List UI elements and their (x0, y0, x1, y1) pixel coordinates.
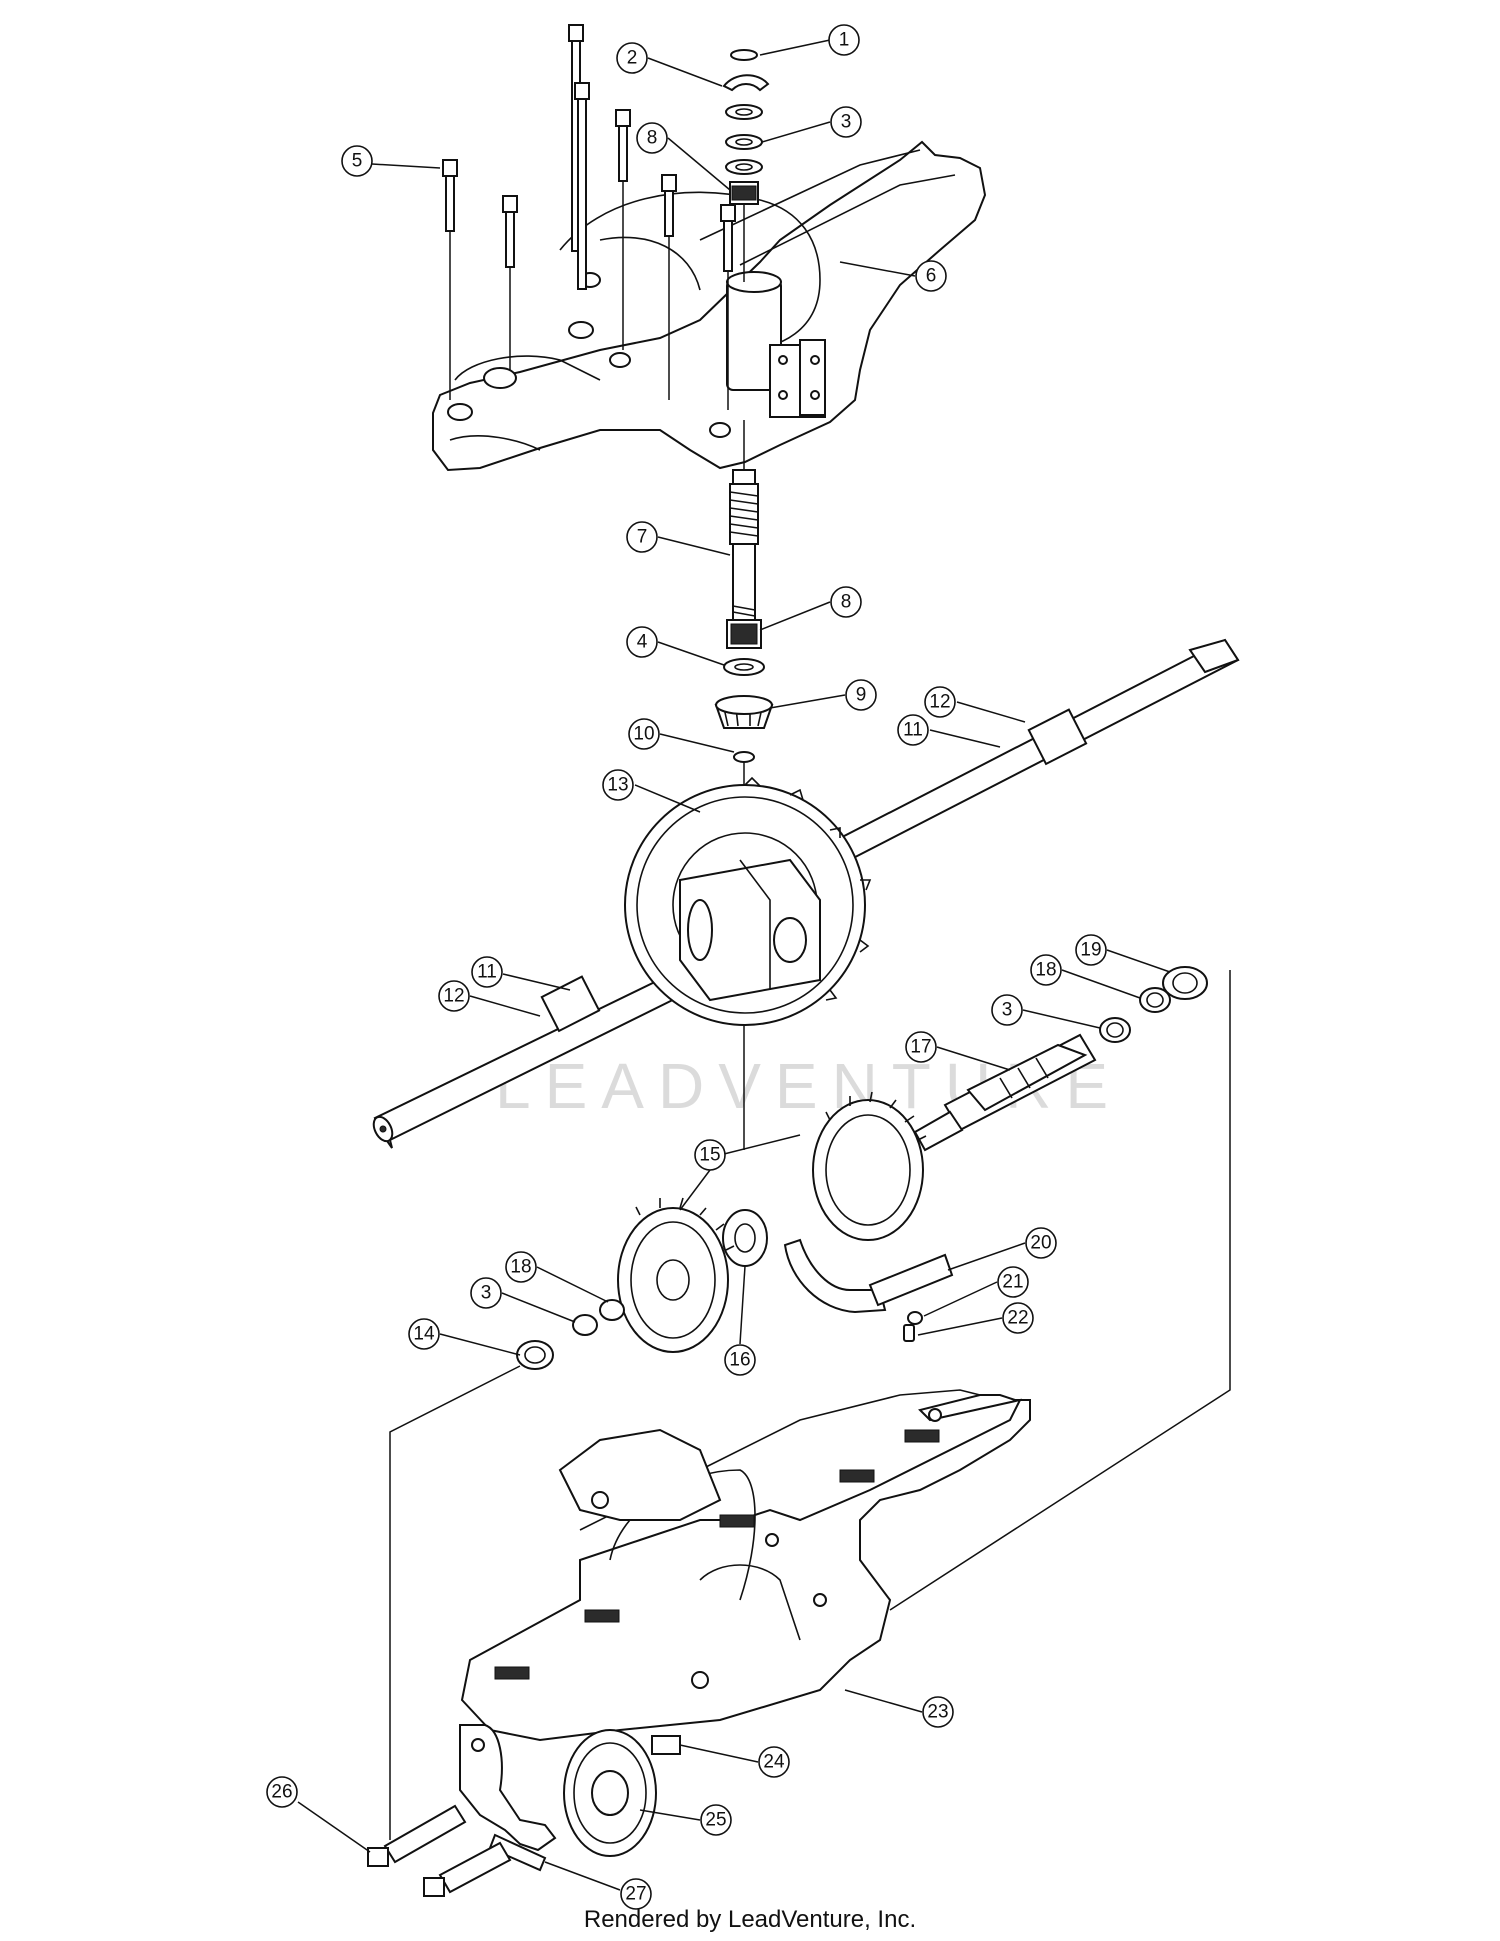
svg-text:6: 6 (926, 266, 937, 287)
pinion-shaft (714, 420, 774, 1150)
callout-14: 14 (408, 1318, 440, 1350)
callout-26: 26 (266, 1776, 298, 1808)
callout-21: 21 (997, 1266, 1029, 1298)
callout-17: 17 (905, 1031, 937, 1063)
svg-text:22: 22 (1007, 1308, 1028, 1329)
callout-13: 13 (602, 769, 634, 801)
bottom-parts (367, 1724, 681, 1897)
bolt (574, 82, 590, 290)
assembly-leaders (389, 970, 1231, 1840)
callout-3: 3 (830, 106, 862, 138)
callout-9: 9 (845, 679, 877, 711)
callout-5: 5 (341, 145, 373, 177)
callout-10: 10 (628, 718, 660, 750)
svg-text:11: 11 (477, 962, 497, 983)
svg-text:3: 3 (1002, 1000, 1013, 1021)
bolt (720, 204, 736, 272)
callout-leaders (297, 39, 1171, 1891)
callout-4: 4 (626, 626, 658, 658)
callout-7: 7 (626, 521, 658, 553)
callout-2: 2 (616, 42, 648, 74)
callout-19: 19 (1075, 934, 1107, 966)
callout-22: 22 (1002, 1302, 1034, 1334)
callout-12: 12 (924, 686, 956, 718)
svg-text:16: 16 (729, 1350, 750, 1371)
footer-credit: Rendered by LeadVenture, Inc. (583, 1906, 917, 1933)
callout-27: 27 (620, 1878, 652, 1910)
bolt (442, 159, 458, 232)
callout-8: 8 (636, 122, 668, 154)
top-shaft-stack (722, 49, 770, 282)
lower-case (460, 1389, 1031, 1742)
svg-text:3: 3 (841, 112, 852, 133)
svg-text:12: 12 (929, 692, 950, 713)
housing-bolts (442, 24, 736, 410)
axle-assembly (372, 638, 1240, 1149)
callout-11: 11 (897, 714, 929, 746)
bolt (502, 195, 518, 268)
svg-text:10: 10 (633, 724, 654, 745)
callout-6: 6 (915, 260, 947, 292)
callout-16: 16 (724, 1344, 756, 1376)
svg-text:7: 7 (637, 527, 648, 548)
svg-text:12: 12 (443, 986, 464, 1007)
svg-text:20: 20 (1030, 1233, 1051, 1254)
svg-text:3: 3 (481, 1283, 492, 1304)
svg-text:26: 26 (271, 1782, 292, 1803)
svg-text:1: 1 (839, 30, 850, 51)
bolt (568, 24, 584, 252)
callout-18: 18 (505, 1251, 537, 1283)
svg-text:27: 27 (625, 1884, 646, 1905)
bolt (661, 174, 677, 237)
svg-text:18: 18 (510, 1257, 531, 1278)
svg-text:14: 14 (413, 1324, 435, 1345)
callout-18: 18 (1030, 954, 1062, 986)
callout-15: 15 (694, 1139, 726, 1171)
svg-text:13: 13 (607, 775, 628, 796)
svg-text:2: 2 (627, 48, 638, 69)
svg-text:18: 18 (1035, 960, 1056, 981)
callout-23: 23 (922, 1696, 954, 1728)
callout-20: 20 (1025, 1227, 1057, 1259)
upper-housing (432, 140, 987, 472)
svg-text:11: 11 (903, 720, 923, 741)
svg-text:17: 17 (910, 1037, 931, 1058)
callout-3: 3 (470, 1277, 502, 1309)
svg-text:23: 23 (927, 1702, 948, 1723)
gear-train (516, 966, 1208, 1370)
callout-12: 12 (438, 980, 470, 1012)
svg-text:8: 8 (647, 128, 658, 149)
callout-24: 24 (758, 1746, 790, 1778)
svg-text:19: 19 (1080, 940, 1101, 961)
svg-text:4: 4 (637, 632, 648, 653)
callout-3: 3 (991, 994, 1023, 1026)
callout-11: 11 (471, 956, 503, 988)
callout-8: 8 (830, 586, 862, 618)
svg-text:9: 9 (856, 685, 867, 706)
svg-text:15: 15 (699, 1145, 720, 1166)
svg-text:21: 21 (1002, 1272, 1023, 1293)
svg-text:24: 24 (763, 1752, 785, 1773)
svg-text:25: 25 (705, 1810, 726, 1831)
svg-text:8: 8 (841, 592, 852, 613)
callouts: 1 2 3 8 5 6 7 8 4 9 10 12 11 13 11 12 19… (266, 24, 1107, 1910)
bolt (615, 109, 631, 182)
callout-1: 1 (828, 24, 860, 56)
callout-25: 25 (700, 1804, 732, 1836)
svg-text:5: 5 (352, 151, 363, 172)
